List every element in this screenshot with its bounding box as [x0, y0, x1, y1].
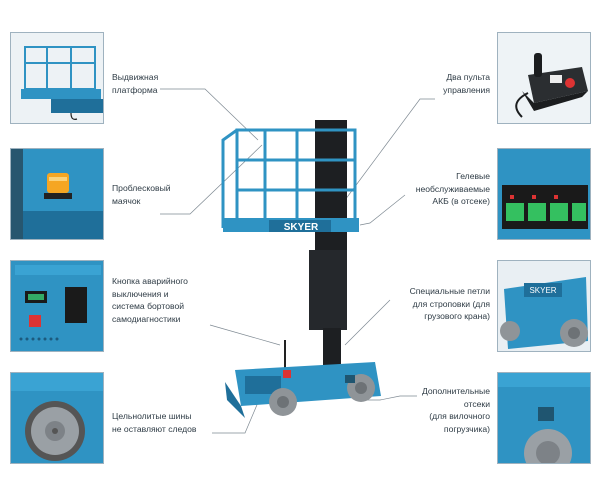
- control-panel-icon: [11, 261, 103, 351]
- joystick-icon: [498, 33, 590, 123]
- front-wheel-hub: [277, 396, 289, 408]
- forklift-thumbnail: [497, 372, 591, 464]
- batteries-thumbnail: [497, 148, 591, 240]
- tires-thumbnail: [10, 372, 104, 464]
- beacon-icon: [11, 149, 103, 239]
- loops-thumbnail: SKYER: [497, 260, 591, 352]
- beacon-thumbnail: [10, 148, 104, 240]
- lifting-loop-icon: SKYER: [498, 261, 590, 351]
- loops-brand-mark: SKYER: [529, 286, 556, 295]
- mast-lower: [309, 250, 347, 330]
- battery-icon: [498, 149, 590, 239]
- wheel-icon: [11, 373, 103, 463]
- chassis-panel: [245, 376, 281, 394]
- brand-plate: [269, 220, 331, 232]
- forklift-pocket: [345, 375, 355, 383]
- rear-wheel-hub: [355, 382, 367, 394]
- remotes-thumbnail: [497, 32, 591, 124]
- brand-logo-text: SKYER: [284, 222, 319, 233]
- chassis-side: [225, 382, 245, 418]
- emergency-stop-button: [283, 370, 291, 378]
- platform-rail-icon: [11, 33, 103, 123]
- forklift-pocket-icon: [498, 373, 590, 463]
- control-panel-thumbnail: [10, 260, 104, 352]
- mast-base: [323, 328, 341, 368]
- platform-thumbnail: [10, 32, 104, 124]
- lift-machine-illustration: SKYER: [221, 120, 381, 418]
